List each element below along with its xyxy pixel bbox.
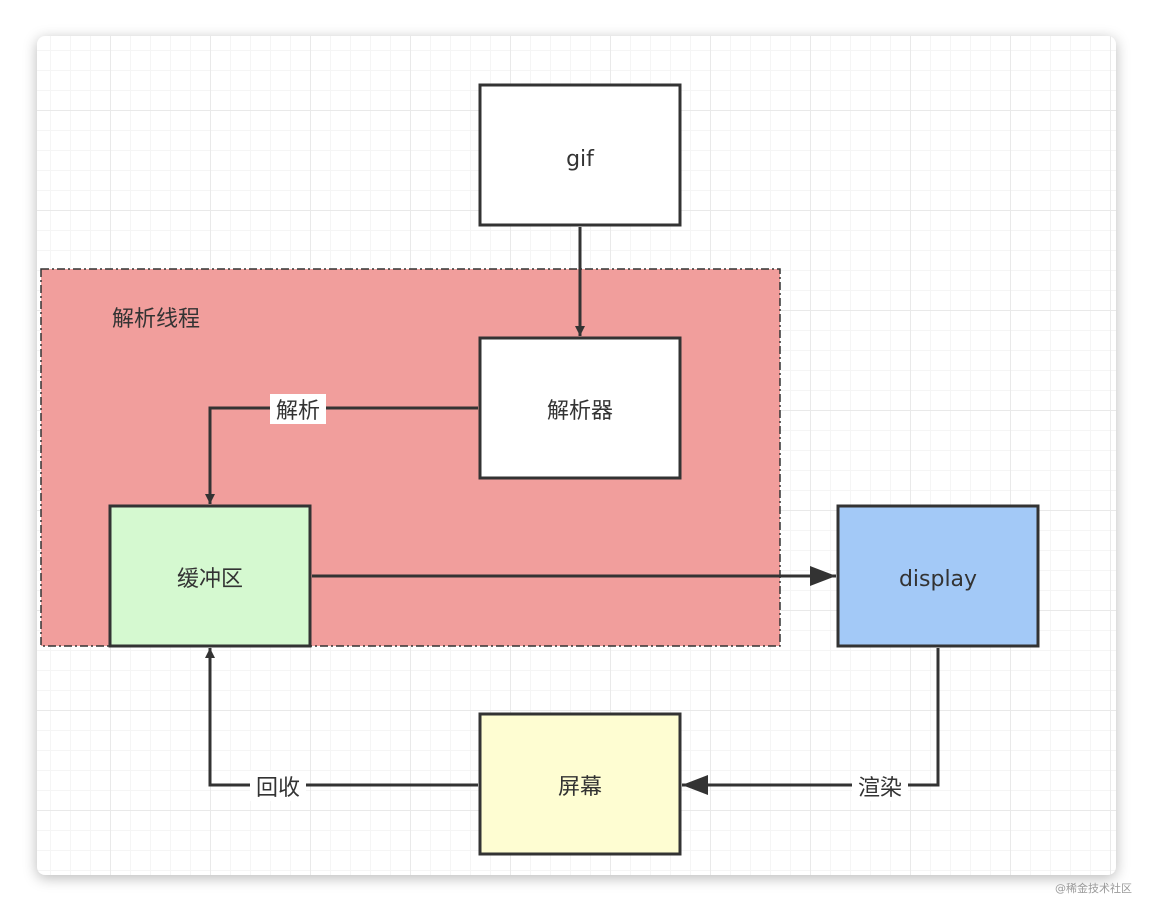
edge-render-label: 渲染 [858, 776, 902, 801]
node-display-label: display [899, 567, 977, 592]
node-display[interactable]: display [836, 504, 1040, 648]
node-parser[interactable]: 解析器 [478, 336, 682, 480]
node-screen[interactable]: 屏幕 [478, 712, 682, 856]
edge-parser-to-buffer [205, 406, 478, 504]
edge-recycle-label-bg [250, 771, 306, 801]
node-parser-label: 解析器 [547, 399, 613, 424]
edge-recycle-label: 回收 [256, 776, 300, 801]
watermark: @稀金技术社区 [1055, 882, 1132, 895]
edge-render-label-bg [852, 771, 908, 801]
node-buffer[interactable]: 缓冲区 [108, 504, 312, 648]
node-screen-label: 屏幕 [558, 775, 602, 800]
edge-display-to-screen [682, 648, 940, 795]
node-buffer-label: 缓冲区 [177, 567, 243, 592]
group-label: 解析线程 [112, 307, 200, 332]
edge-screen-to-buffer [205, 648, 478, 787]
edge-parse-label-bg [270, 394, 326, 424]
edge-parse-label: 解析 [276, 399, 320, 424]
node-gif-label: gif [566, 147, 595, 172]
node-gif[interactable]: gif [478, 83, 682, 227]
